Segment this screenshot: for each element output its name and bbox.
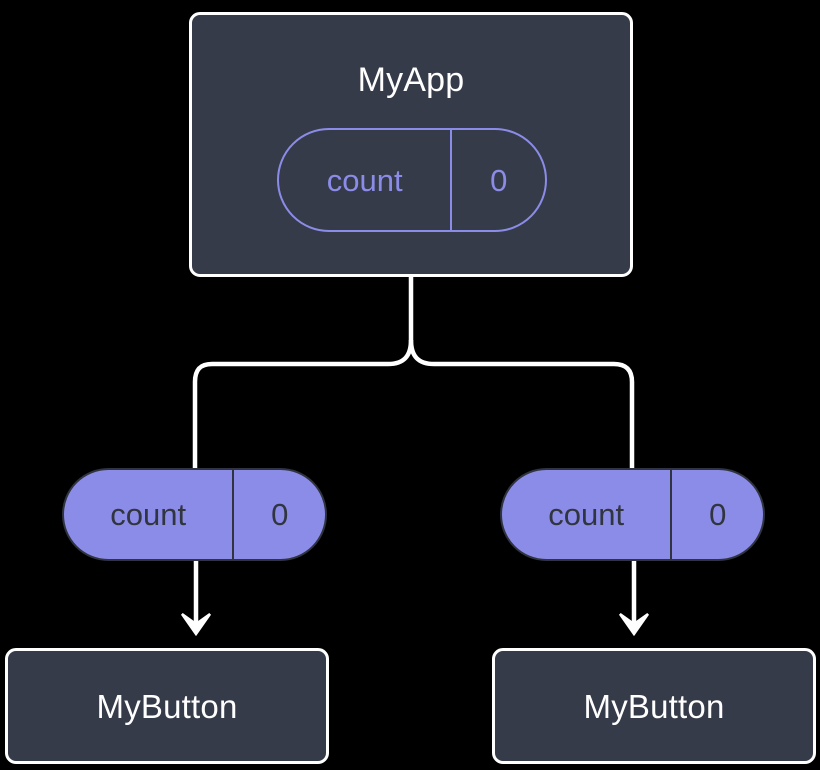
edge-left-pill-to-button	[180, 561, 212, 637]
state-pill-myapp-key: count	[279, 130, 453, 230]
prop-pill-right-key: count	[502, 470, 673, 559]
state-pill-myapp-count[interactable]: count 0	[277, 128, 547, 232]
arrowhead-right-icon	[618, 612, 650, 637]
prop-pill-left-value: 0	[271, 497, 289, 532]
node-mybutton-right-label: MyButton	[583, 687, 725, 725]
prop-pill-left-count[interactable]: count 0	[62, 468, 327, 561]
node-myapp[interactable]: MyApp	[189, 12, 633, 277]
edge-myapp-to-left-pill	[192, 339, 414, 468]
edge-myapp-to-right-pill	[408, 339, 635, 468]
node-mybutton-right[interactable]: MyButton	[492, 648, 816, 764]
state-pill-myapp-value: 0	[490, 162, 508, 198]
node-mybutton-left[interactable]: MyButton	[5, 648, 329, 764]
prop-pill-right-count[interactable]: count 0	[500, 468, 765, 561]
arrowhead-left-icon	[180, 612, 212, 637]
node-mybutton-left-label: MyButton	[96, 687, 238, 725]
edge-right-pill-to-button	[618, 561, 650, 637]
node-myapp-label: MyApp	[357, 61, 465, 99]
prop-pill-left-key: count	[64, 470, 235, 559]
prop-pill-right-value: 0	[709, 497, 727, 532]
